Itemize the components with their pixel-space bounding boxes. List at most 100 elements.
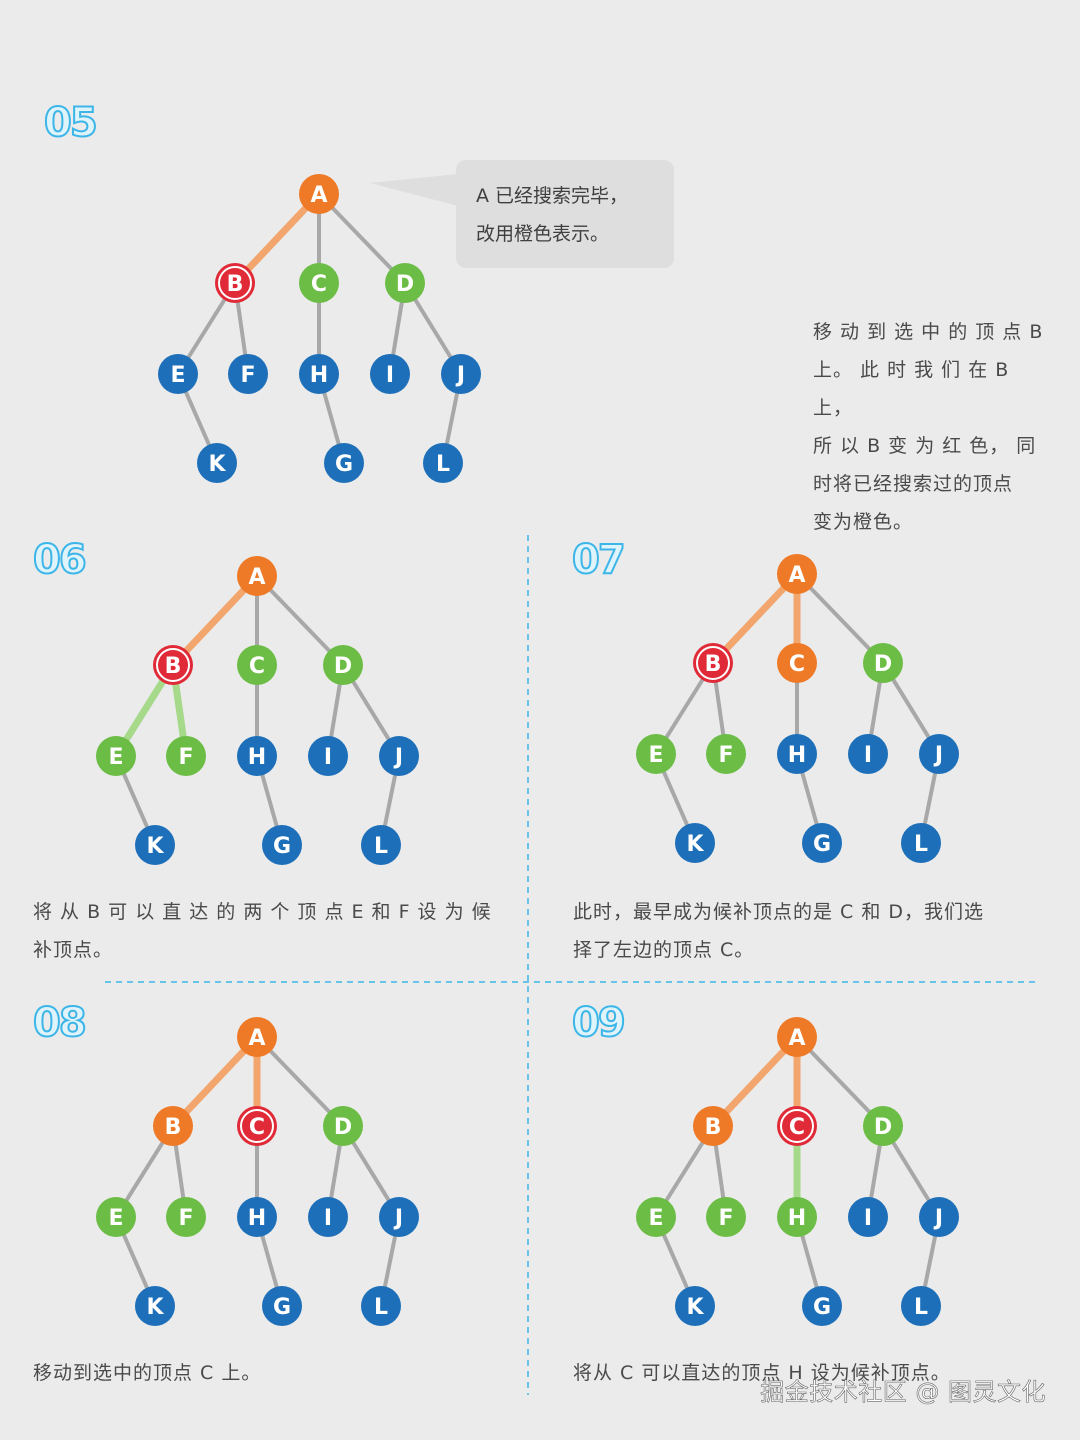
node-c-06: C xyxy=(237,645,277,685)
node-k-06: K xyxy=(135,825,175,865)
edge-a-b-08 xyxy=(169,1033,261,1130)
node-g-07: G xyxy=(802,823,842,863)
node-circle xyxy=(777,1106,817,1146)
node-b-06: B xyxy=(153,645,193,685)
node-label: F xyxy=(718,1206,733,1231)
node-l-07: L xyxy=(901,823,941,863)
node-circle xyxy=(237,1106,277,1146)
node-circle xyxy=(299,354,339,394)
node-circle xyxy=(693,643,733,683)
node-a-07: A xyxy=(777,554,817,594)
node-circle xyxy=(262,1286,302,1326)
node-label: C xyxy=(789,652,805,677)
node-circle xyxy=(777,1017,817,1057)
node-circle xyxy=(96,1197,136,1237)
node-label: I xyxy=(386,363,394,388)
node-a-05: A xyxy=(299,174,339,214)
node-label: F xyxy=(240,363,255,388)
node-circle xyxy=(166,1197,206,1237)
callout-pointer xyxy=(370,174,458,206)
callout-bubble: A 已经搜索完毕， 改用橙色表示。 xyxy=(456,160,674,268)
node-label: I xyxy=(324,745,332,770)
caption-05-line-1: 移 动 到 选 中 的 顶 点 B xyxy=(813,321,1044,343)
node-h-08: H xyxy=(237,1197,277,1237)
node-label: J xyxy=(393,1206,403,1231)
node-k-05: K xyxy=(197,443,237,483)
caption-05-line-2: 上。 此 时 我 们 在 B 上， xyxy=(813,359,1010,419)
node-h-07: H xyxy=(777,734,817,774)
node-circle xyxy=(706,734,746,774)
node-label: D xyxy=(396,272,414,297)
node-d-06: D xyxy=(323,645,363,685)
node-circle xyxy=(379,736,419,776)
node-circle xyxy=(215,263,255,303)
node-h-09: H xyxy=(777,1197,817,1237)
node-i-07: I xyxy=(848,734,888,774)
current-ring xyxy=(218,266,252,300)
node-circle xyxy=(919,1197,959,1237)
node-circle xyxy=(324,443,364,483)
node-l-08: L xyxy=(361,1286,401,1326)
node-label: C xyxy=(249,654,265,679)
node-k-07: K xyxy=(675,823,715,863)
watermark: 掘金技术社区 @ 图灵文化 xyxy=(760,1378,1046,1407)
node-circle xyxy=(308,736,348,776)
node-label: I xyxy=(864,1206,872,1231)
node-label: E xyxy=(648,743,663,768)
caption-05: 移 动 到 选 中 的 顶 点 B 上。 此 时 我 们 在 B 上， 所 以 … xyxy=(813,313,1053,541)
node-circle xyxy=(802,823,842,863)
node-circle xyxy=(237,1197,277,1237)
node-k-09: K xyxy=(675,1286,715,1326)
node-label: L xyxy=(914,832,928,857)
caption-06-line-1: 将 从 B 可 以 直 达 的 两 个 顶 点 E 和 F 设 为 候 xyxy=(33,901,492,923)
node-label: K xyxy=(146,834,164,859)
node-circle xyxy=(237,556,277,596)
node-f-05: F xyxy=(228,354,268,394)
node-circle xyxy=(863,1106,903,1146)
node-circle xyxy=(299,174,339,214)
node-label: A xyxy=(788,563,805,588)
step-number-08: 08 xyxy=(32,999,88,1047)
node-label: E xyxy=(648,1206,663,1231)
node-label: L xyxy=(374,834,388,859)
node-circle xyxy=(370,354,410,394)
caption-07-line-1: 此时，最早成为候补顶点的是 C 和 D，我们选 xyxy=(573,901,985,923)
node-circle xyxy=(706,1197,746,1237)
caption-05-line-5: 变为橙色。 xyxy=(813,511,914,533)
node-e-09: E xyxy=(636,1197,676,1237)
node-label: F xyxy=(178,745,193,770)
node-i-06: I xyxy=(308,736,348,776)
callout-line-1: A 已经搜索完毕， xyxy=(476,185,629,207)
node-label: G xyxy=(335,452,353,477)
node-circle xyxy=(423,443,463,483)
node-label: B xyxy=(705,652,722,677)
node-i-08: I xyxy=(308,1197,348,1237)
node-label: H xyxy=(248,1206,266,1231)
node-g-06: G xyxy=(262,825,302,865)
node-circle xyxy=(153,645,193,685)
node-label: K xyxy=(686,832,704,857)
node-label: C xyxy=(249,1115,265,1140)
node-label: B xyxy=(165,654,182,679)
node-label: E xyxy=(170,363,185,388)
node-l-05: L xyxy=(423,443,463,483)
node-a-08: A xyxy=(237,1017,277,1057)
node-circle xyxy=(848,1197,888,1237)
node-g-08: G xyxy=(262,1286,302,1326)
node-label: L xyxy=(374,1295,388,1320)
caption-07-line-2: 择了左边的顶点 C。 xyxy=(573,939,755,961)
node-circle xyxy=(262,825,302,865)
node-i-09: I xyxy=(848,1197,888,1237)
caption-08-line-1: 移动到选中的顶点 C 上。 xyxy=(33,1362,262,1384)
node-circle xyxy=(153,1106,193,1146)
node-circle xyxy=(919,734,959,774)
node-circle xyxy=(385,263,425,303)
node-circle xyxy=(441,354,481,394)
step-number-06: 06 xyxy=(32,536,88,584)
node-g-09: G xyxy=(802,1286,842,1326)
node-label: K xyxy=(146,1295,164,1320)
